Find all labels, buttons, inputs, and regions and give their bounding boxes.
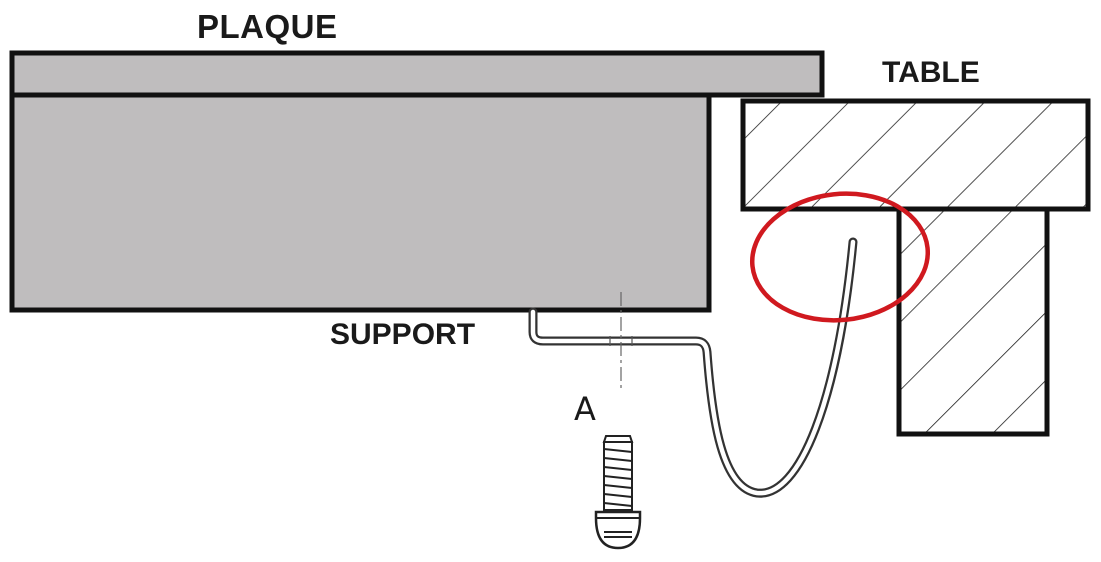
screw-icon [594, 435, 642, 550]
screw-label: A [574, 390, 596, 428]
plaque-body [9, 92, 712, 313]
support-label: SUPPORT [330, 318, 476, 351]
table-leg [896, 206, 1050, 437]
table-label: TABLE [882, 56, 980, 89]
highlight-circle [749, 191, 931, 323]
table-top [740, 98, 1091, 212]
support-clip [528, 237, 858, 498]
plaque-label: PLAQUE [197, 8, 338, 45]
plaque-top-plate [9, 50, 825, 98]
